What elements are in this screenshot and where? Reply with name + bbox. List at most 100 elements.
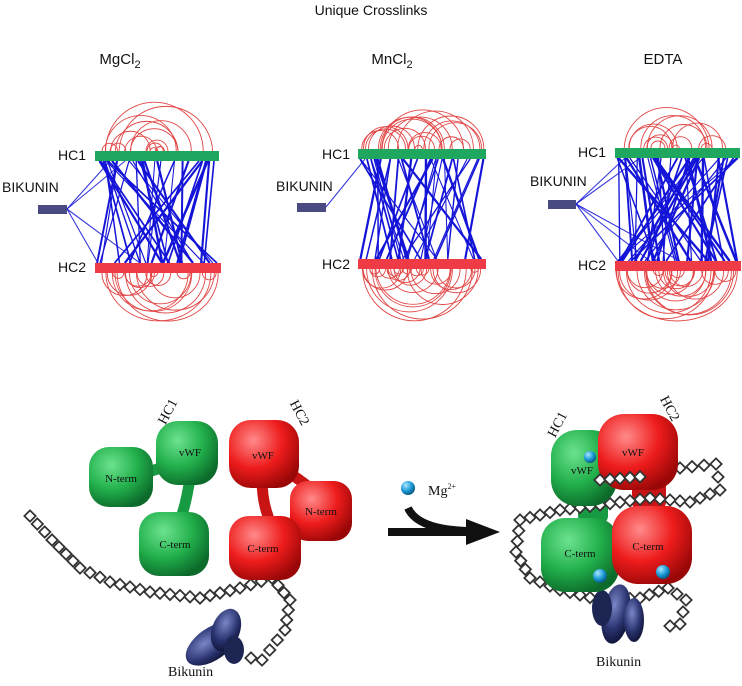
intra-crosslink bbox=[112, 272, 125, 279]
panel-title: MgCl2 bbox=[99, 51, 140, 71]
panel-title: MnCl2 bbox=[371, 51, 412, 71]
intra-crosslink bbox=[643, 270, 732, 315]
intra-crosslinks-hc2 bbox=[615, 270, 738, 322]
intra-crosslink bbox=[129, 272, 192, 305]
inter-crosslink bbox=[113, 160, 200, 264]
arrow-head bbox=[466, 519, 500, 545]
chain-unit bbox=[693, 491, 707, 505]
chain-unit bbox=[676, 605, 690, 619]
hc1-bar bbox=[615, 148, 740, 158]
intra-crosslink bbox=[626, 270, 672, 294]
intra-crosslink bbox=[101, 142, 118, 152]
intra-crosslink bbox=[369, 268, 386, 278]
intra-crosslink bbox=[362, 268, 409, 291]
inter-crosslink bbox=[389, 158, 400, 260]
chain-unit bbox=[673, 494, 687, 508]
chain-unit bbox=[153, 586, 167, 601]
intra-crosslink bbox=[397, 110, 474, 150]
chain-unit bbox=[613, 471, 627, 486]
model-before: Bikunin N-term vWF C-term vWF N-term C-t… bbox=[23, 397, 352, 680]
chain-unit bbox=[262, 643, 277, 657]
intra-crosslink bbox=[623, 107, 710, 149]
chain-unit bbox=[653, 492, 667, 506]
bikunin-label: BIKUNIN bbox=[530, 173, 587, 189]
intra-crosslink bbox=[646, 115, 713, 149]
inter-crosslink bbox=[376, 158, 408, 260]
intra-crosslinks-hc2 bbox=[362, 268, 482, 322]
chain-unit bbox=[603, 496, 617, 511]
intra-crosslink bbox=[154, 146, 165, 152]
hc2-bar bbox=[358, 259, 486, 269]
chain-unit bbox=[713, 483, 727, 497]
chain-unit bbox=[670, 587, 684, 601]
chain-unit bbox=[513, 513, 527, 527]
figure-title: Unique Crosslinks bbox=[315, 2, 428, 18]
chain-unit bbox=[643, 491, 657, 505]
chain-unit bbox=[663, 493, 677, 507]
chain-unit bbox=[271, 578, 285, 593]
chain-unit bbox=[193, 591, 207, 605]
bikunin-crosslink bbox=[575, 203, 681, 262]
intra-crosslink bbox=[109, 142, 127, 152]
inter-crosslink bbox=[618, 157, 621, 262]
inter-crosslink bbox=[402, 158, 471, 260]
chain-unit bbox=[59, 547, 73, 561]
hc2-bar bbox=[615, 261, 741, 271]
intra-crosslink bbox=[616, 270, 738, 322]
inter-crosslink bbox=[452, 158, 476, 260]
hc2-label: HC2 bbox=[578, 257, 606, 273]
chain-unit bbox=[513, 553, 528, 568]
inter-crosslinks bbox=[66, 160, 218, 264]
bikunin-label: BIKUNIN bbox=[276, 178, 333, 194]
chain-unit bbox=[633, 469, 647, 484]
chain-unit bbox=[661, 581, 675, 595]
intra-crosslink bbox=[668, 136, 693, 149]
bikunin-crosslink bbox=[66, 208, 141, 264]
intra-crosslink bbox=[361, 130, 400, 150]
intra-crosslink bbox=[420, 268, 452, 285]
chain-unit bbox=[523, 510, 537, 525]
magnesium-ion bbox=[584, 451, 596, 463]
chain-unit bbox=[123, 580, 137, 594]
chain-unit bbox=[563, 501, 577, 516]
vwf-label: vWF bbox=[179, 447, 201, 459]
intra-crosslink bbox=[383, 127, 426, 150]
chain-unit bbox=[679, 593, 693, 607]
chain-unit bbox=[703, 487, 717, 501]
inter-crosslink bbox=[156, 160, 184, 264]
bikunin-crosslink bbox=[575, 203, 651, 262]
hc1-bar bbox=[358, 149, 486, 159]
vwf-label: vWF bbox=[622, 447, 644, 459]
inter-crosslink bbox=[373, 158, 402, 260]
chain-unit bbox=[223, 583, 237, 598]
hc2-bar bbox=[95, 263, 221, 273]
intra-crosslink bbox=[714, 270, 737, 282]
inter-crosslink bbox=[359, 158, 422, 260]
chain-unit bbox=[66, 554, 80, 568]
intra-crosslink bbox=[393, 268, 428, 286]
intra-crosslink bbox=[118, 105, 214, 152]
intra-crosslink bbox=[146, 142, 164, 152]
magnesium-ion bbox=[593, 569, 607, 583]
chain-unit bbox=[283, 593, 297, 607]
hc2-label: HC2 bbox=[322, 256, 350, 272]
intra-crosslink bbox=[428, 122, 483, 150]
bikunin-domain bbox=[185, 608, 244, 666]
inter-crosslink bbox=[443, 158, 449, 260]
bikunin-crosslink bbox=[575, 157, 626, 205]
bikunin-crosslink bbox=[575, 203, 619, 262]
intra-crosslink bbox=[362, 268, 467, 322]
intra-crosslink bbox=[124, 135, 158, 152]
chain-unit bbox=[93, 570, 107, 585]
intra-crosslink bbox=[387, 116, 453, 150]
bikunin-crosslink bbox=[66, 208, 99, 264]
nterm-label: N-term bbox=[105, 473, 137, 485]
hc2-label: HC2 bbox=[58, 259, 86, 275]
inter-crosslink bbox=[178, 160, 208, 264]
chain-unit bbox=[603, 472, 617, 487]
intra-crosslink bbox=[643, 136, 669, 149]
chain-unit bbox=[511, 523, 526, 538]
panel-title: EDTA bbox=[644, 51, 683, 68]
model-after: Bikunin vWF vWF C-term C-term HC1 HC2 bbox=[509, 394, 727, 670]
